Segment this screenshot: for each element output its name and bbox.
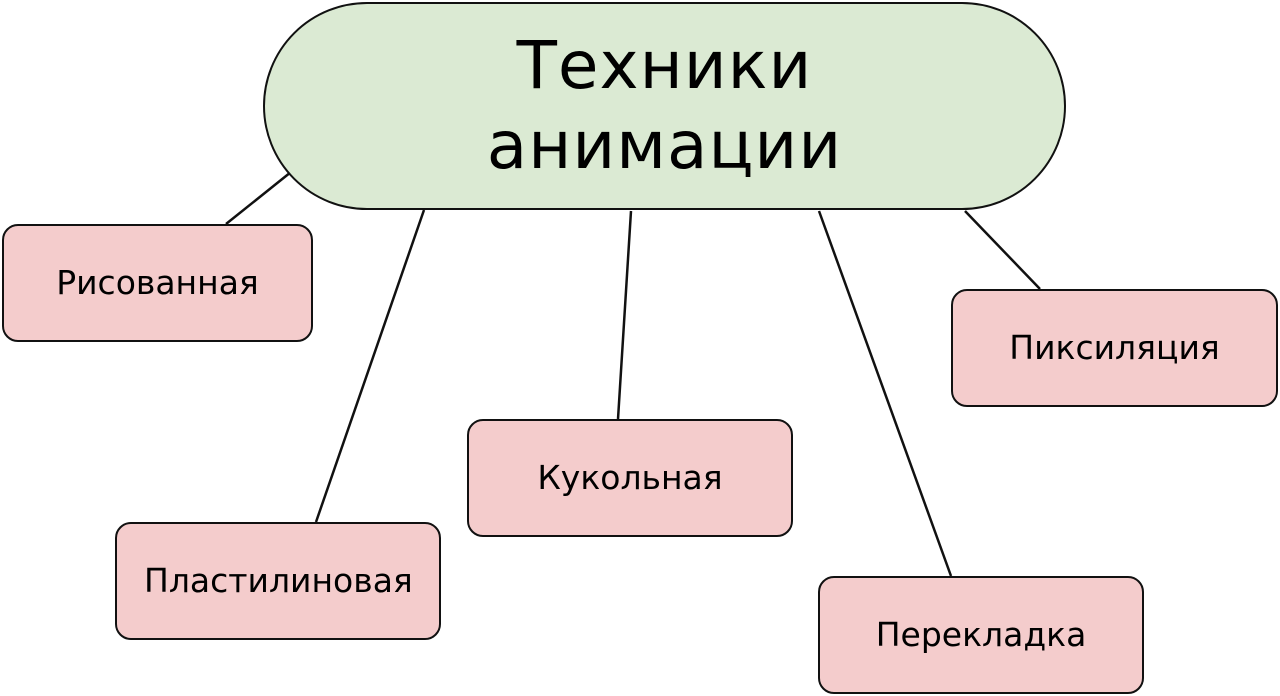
node-cutout: Перекладка xyxy=(818,576,1144,694)
node-plasticine: Пластилиновая xyxy=(115,522,441,640)
connector-pixilation xyxy=(964,210,1041,290)
connector-cutout xyxy=(817,210,953,577)
node-puppet-label: Кукольная xyxy=(537,458,723,497)
connector-puppet xyxy=(616,210,633,420)
node-pixilation: Пиксиляция xyxy=(951,289,1278,407)
root-node-title: Техники анимации xyxy=(486,27,843,184)
node-cutout-label: Перекладка xyxy=(875,615,1087,654)
node-drawn: Рисованная xyxy=(2,224,313,342)
node-plasticine-label: Пластилиновая xyxy=(144,561,413,600)
connector-plasticine xyxy=(314,209,426,523)
node-puppet: Кукольная xyxy=(467,419,793,537)
node-drawn-label: Рисованная xyxy=(56,263,259,302)
root-node-animation-techniques: Техники анимации xyxy=(263,2,1066,210)
connector-drawn xyxy=(225,171,292,225)
node-pixilation-label: Пиксиляция xyxy=(1009,328,1220,367)
